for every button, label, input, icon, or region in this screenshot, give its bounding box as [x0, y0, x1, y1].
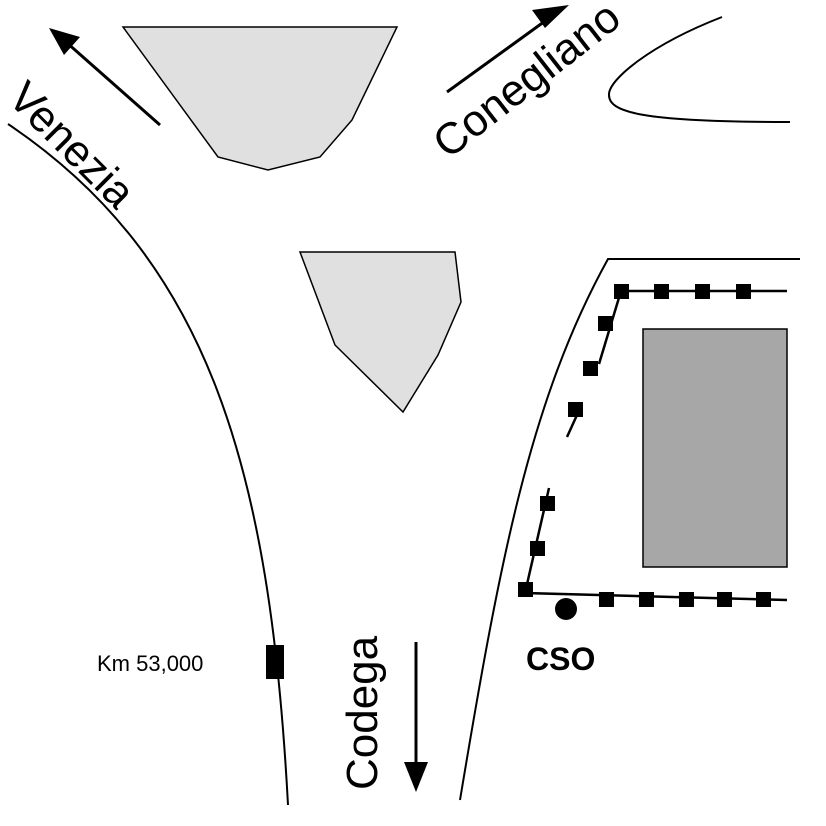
fence-top	[565, 284, 787, 438]
arrow-codega	[404, 642, 428, 792]
arrow-conegliano	[446, 5, 569, 94]
cso-point	[555, 598, 577, 620]
road-edge-east	[459, 258, 800, 801]
km-marker-label: Km 53,000	[97, 651, 203, 676]
road-edge-west	[7, 123, 289, 806]
fence-bottom	[518, 487, 788, 607]
building	[642, 328, 788, 568]
km-marker	[266, 645, 284, 679]
direction-label-codega: Codega	[338, 635, 387, 790]
cso-label: CSO	[526, 641, 595, 677]
traffic-island-center	[298, 251, 462, 414]
road-edge-northeast	[607, 16, 791, 123]
traffic-island-north	[121, 26, 399, 171]
direction-label-conegliano: Conegliano	[424, 0, 630, 168]
arrow-venezia	[49, 28, 161, 127]
